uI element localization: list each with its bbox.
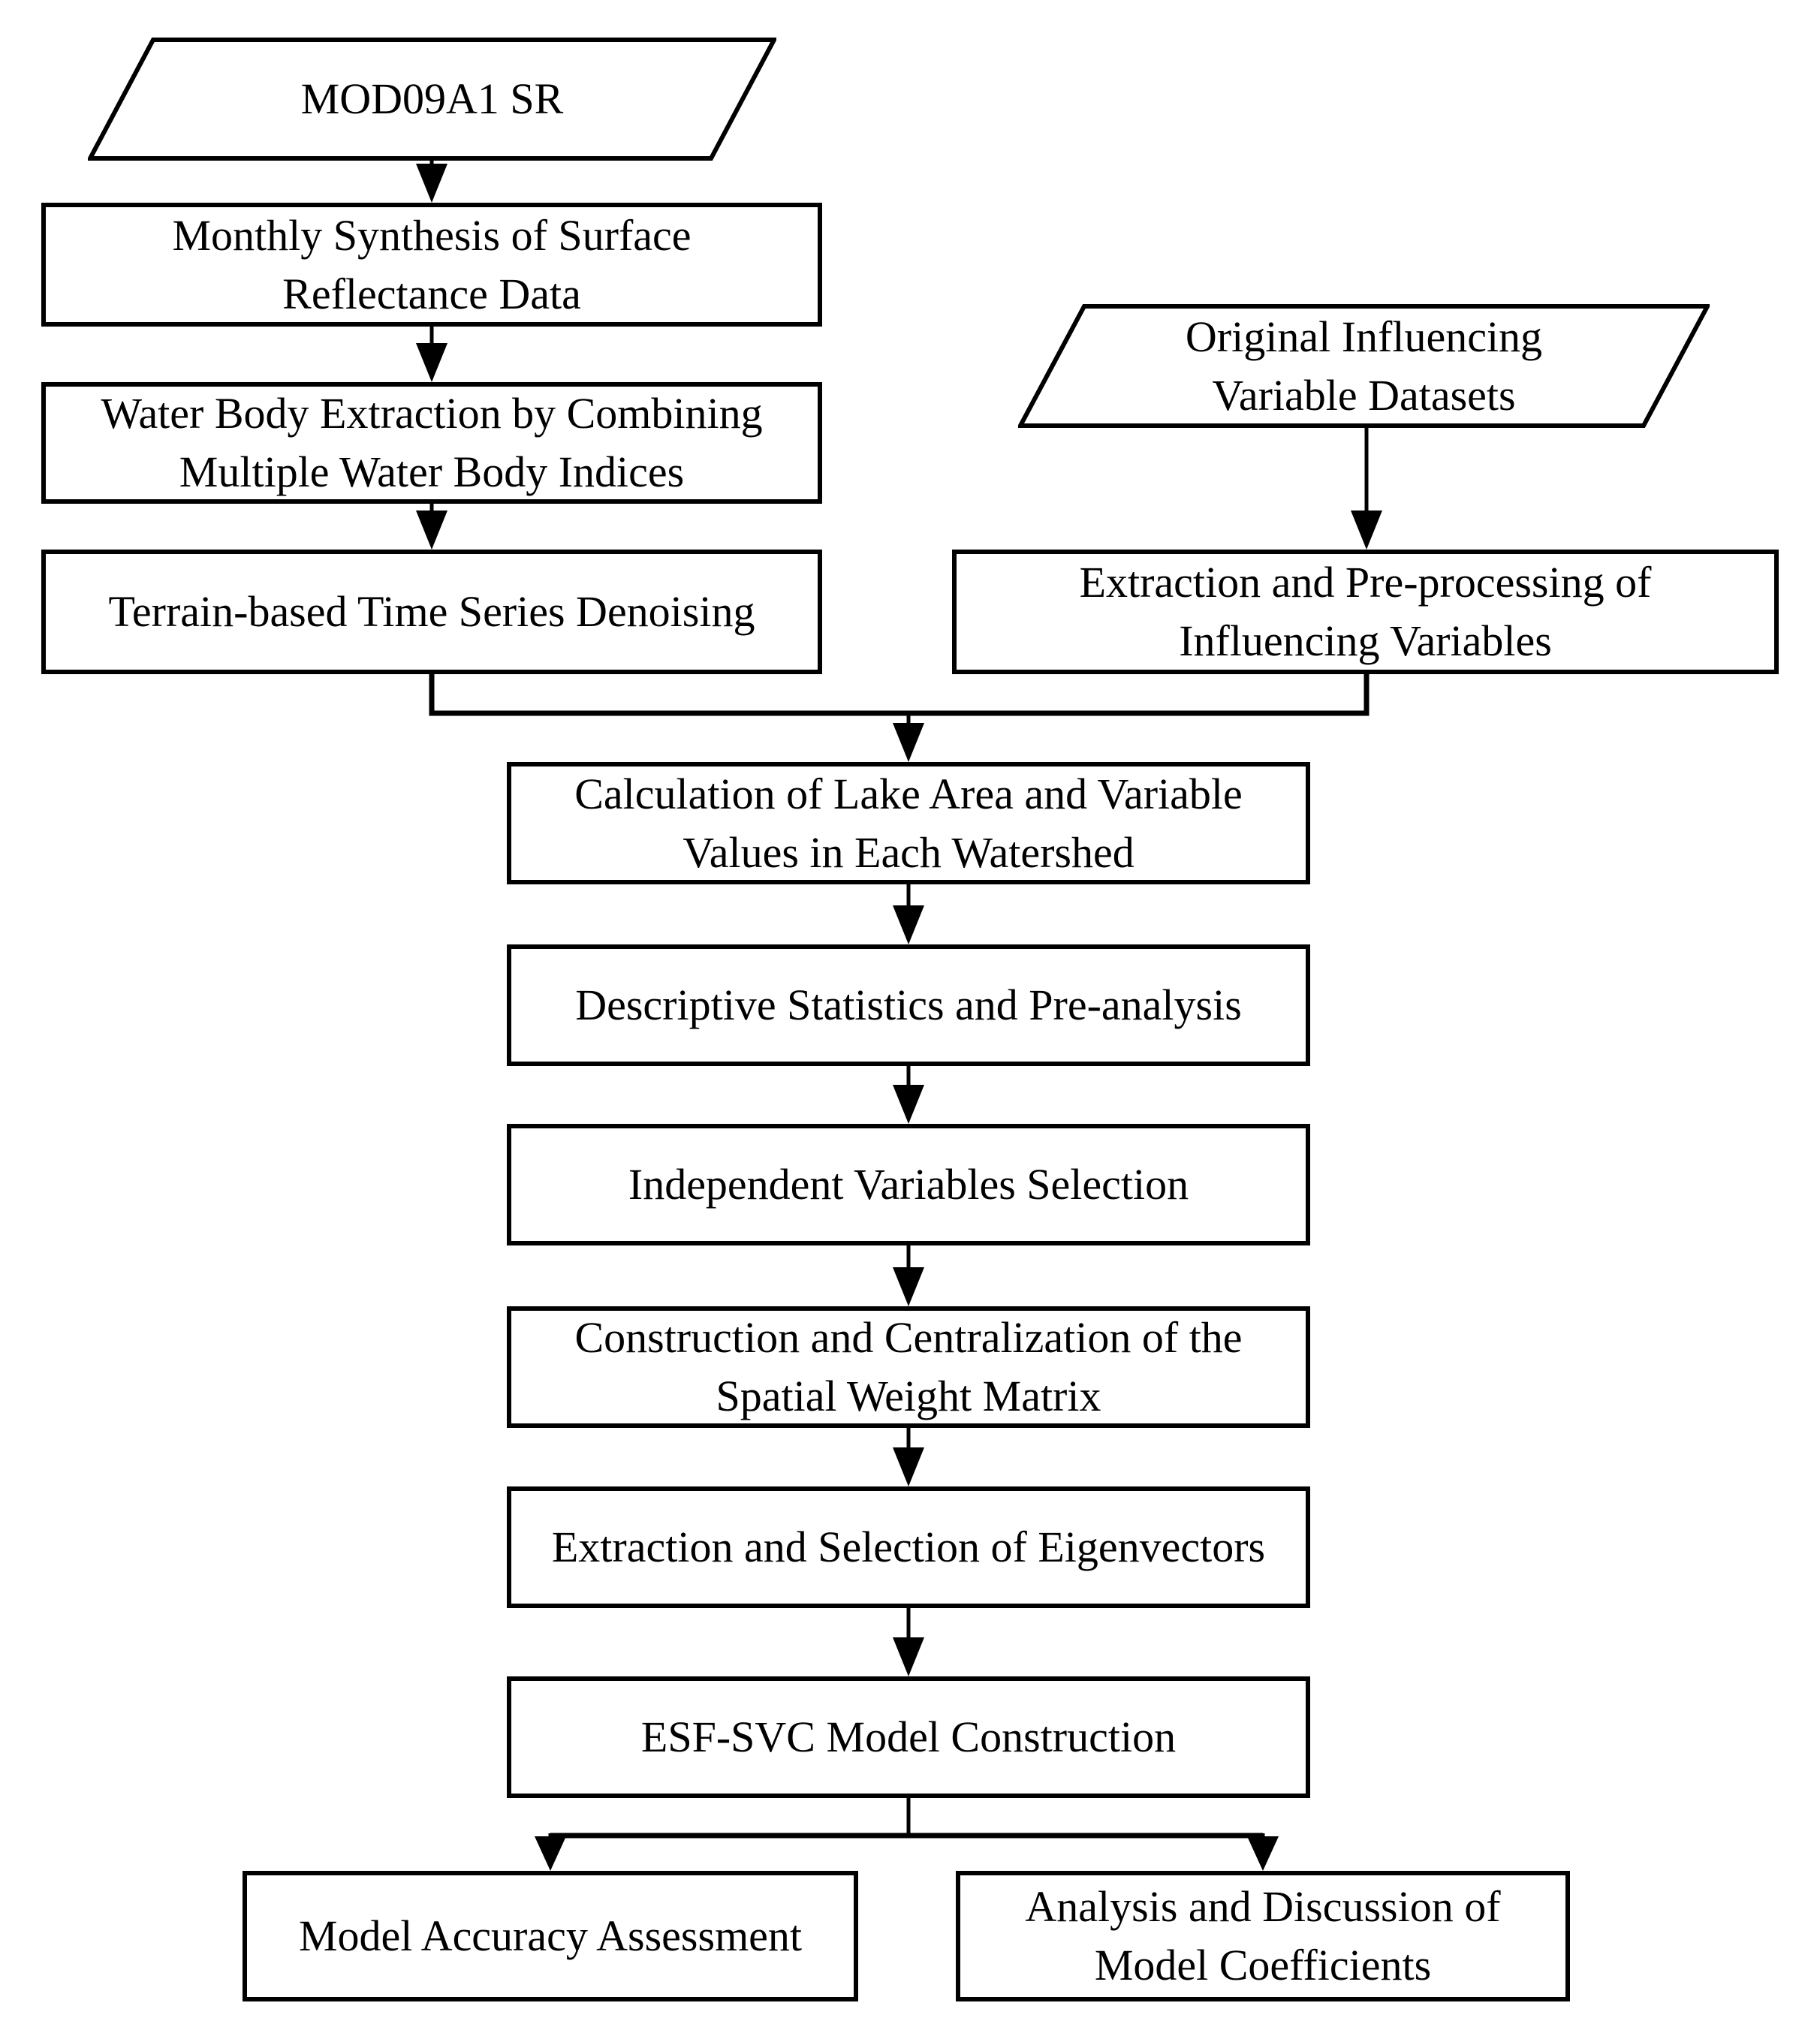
edge-waterbody-to-terrain (416, 504, 447, 550)
edge-monthly-to-waterbody (416, 327, 447, 382)
node-label: Original Influencing Variable Datasets (1185, 312, 1543, 420)
node-label: Monthly Synthesis of Surface Reflectance… (172, 210, 692, 318)
node-label: Calculation of Lake Area and Variable Va… (574, 769, 1243, 877)
edge-descriptive-to-independent (893, 1066, 924, 1124)
node-label: Water Body Extraction by Combining Multi… (101, 389, 763, 496)
edge-merge-junction (429, 674, 1370, 762)
parallelogram-shape (1018, 304, 1710, 428)
node-label: Extraction and Selection of Eigenvectors (551, 1523, 1266, 1572)
parallelogram-shape (88, 38, 776, 161)
node-independent-variables: Independent Variables Selection (507, 1124, 1310, 1245)
node-label: Independent Variables Selection (628, 1160, 1189, 1209)
node-label: Model Accuracy Assessment (298, 1911, 803, 1961)
edge-mod09a1-to-monthly (416, 161, 447, 203)
node-model-accuracy: Model Accuracy Assessment (243, 1871, 858, 2001)
node-spatial-weight-matrix: Construction and Centralization of the S… (507, 1306, 1310, 1428)
edge-datasets-to-extraction (1351, 428, 1382, 550)
edge-independent-to-spatial (893, 1245, 924, 1306)
node-label: Construction and Centralization of the S… (574, 1313, 1243, 1420)
node-monthly-synthesis: Monthly Synthesis of Surface Reflectance… (41, 203, 822, 327)
node-original-datasets: Original Influencing Variable Datasets (1018, 304, 1710, 428)
node-label: MOD09A1 SR (300, 74, 564, 124)
node-descriptive-statistics: Descriptive Statistics and Pre-analysis (507, 944, 1310, 1066)
node-label: Terrain-based Time Series Denoising (108, 587, 755, 637)
edge-spatial-to-eigenvectors (893, 1428, 924, 1486)
node-eigenvectors: Extraction and Selection of Eigenvectors (507, 1486, 1310, 1608)
edge-eigenvectors-to-esfsvc (893, 1608, 924, 1676)
node-label: Extraction and Pre-processing of Influen… (1079, 558, 1652, 665)
node-label: ESF-SVC Model Construction (640, 1712, 1177, 1762)
node-label: Analysis and Discussion of Model Coeffic… (1025, 1882, 1501, 1989)
node-mod09a1-sr: MOD09A1 SR (88, 38, 776, 161)
edge-calculation-to-descriptive (893, 884, 924, 944)
node-calculation-lake-area: Calculation of Lake Area and Variable Va… (507, 762, 1310, 884)
node-esf-svc-model: ESF-SVC Model Construction (507, 1676, 1310, 1798)
node-label: Descriptive Statistics and Pre-analysis (575, 980, 1242, 1030)
node-water-body-extraction: Water Body Extraction by Combining Multi… (41, 382, 822, 504)
edge-split-junction (535, 1798, 1279, 1871)
node-model-coefficients: Analysis and Discussion of Model Coeffic… (956, 1871, 1570, 2001)
node-extraction-preprocessing: Extraction and Pre-processing of Influen… (952, 550, 1779, 674)
node-terrain-denoising: Terrain-based Time Series Denoising (41, 550, 822, 674)
